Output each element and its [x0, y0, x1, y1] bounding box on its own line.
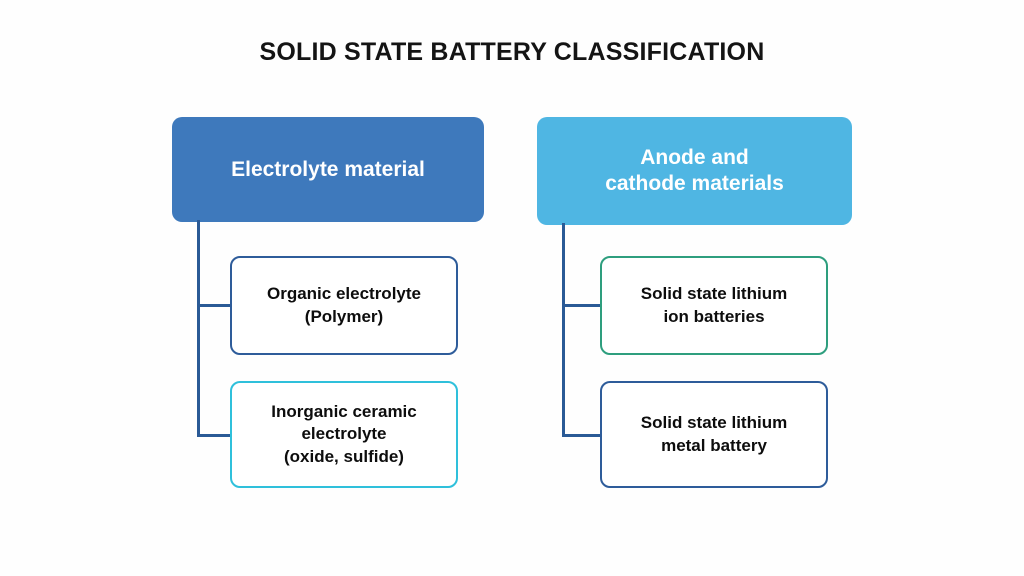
node-solid-state-lithium-metal-battery-line1: Solid state lithium: [640, 413, 788, 433]
node-anode-and-cathode-materials-label: Anode and cathode materials: [605, 145, 784, 196]
connector-trunk-left: [197, 220, 200, 437]
node-inorganic-ceramic-electrolyte-line3: (oxide, sulfide): [284, 446, 404, 466]
node-solid-state-lithium-metal-battery: Solid state lithium metal battery: [600, 381, 828, 488]
node-organic-electrolyte-line2: (Polymer): [304, 306, 384, 326]
node-organic-electrolyte-line1: Organic electrolyte: [266, 284, 421, 304]
node-solid-state-lithium-metal-battery-line2: metal battery: [661, 435, 767, 455]
node-organic-electrolyte: Organic electrolyte (Polymer): [230, 256, 458, 355]
node-solid-state-lithium-ion-batteries-line1: Solid state lithium: [640, 284, 788, 304]
node-solid-state-lithium-ion-batteries-line2: ion batteries: [663, 306, 765, 326]
node-anode-and-cathode-materials: Anode and cathode materials: [537, 117, 852, 225]
node-electrolyte-material: Electrolyte material: [172, 117, 484, 222]
connector-branch-left-2: [197, 434, 232, 437]
node-anode-and-cathode-materials-line1: Anode and: [640, 146, 749, 170]
node-solid-state-lithium-ion-batteries-label: Solid state lithium ion batteries: [641, 283, 787, 327]
connector-branch-left-1: [197, 304, 232, 307]
connector-branch-right-2: [562, 434, 602, 437]
connector-trunk-right: [562, 223, 565, 437]
node-solid-state-lithium-metal-battery-label: Solid state lithium metal battery: [641, 412, 787, 456]
node-organic-electrolyte-label: Organic electrolyte (Polymer): [267, 283, 421, 327]
node-inorganic-ceramic-electrolyte-label: Inorganic ceramic electrolyte (oxide, su…: [271, 401, 417, 467]
node-inorganic-ceramic-electrolyte: Inorganic ceramic electrolyte (oxide, su…: [230, 381, 458, 488]
connector-branch-right-1: [562, 304, 602, 307]
node-inorganic-ceramic-electrolyte-line1: Inorganic ceramic: [271, 402, 417, 422]
node-anode-and-cathode-materials-line2: cathode materials: [605, 172, 784, 195]
node-inorganic-ceramic-electrolyte-line2: electrolyte: [301, 424, 387, 444]
node-electrolyte-material-label: Electrolyte material: [231, 157, 425, 181]
node-solid-state-lithium-ion-batteries: Solid state lithium ion batteries: [600, 256, 828, 355]
page-title: SOLID STATE BATTERY CLASSIFICATION: [259, 38, 765, 66]
